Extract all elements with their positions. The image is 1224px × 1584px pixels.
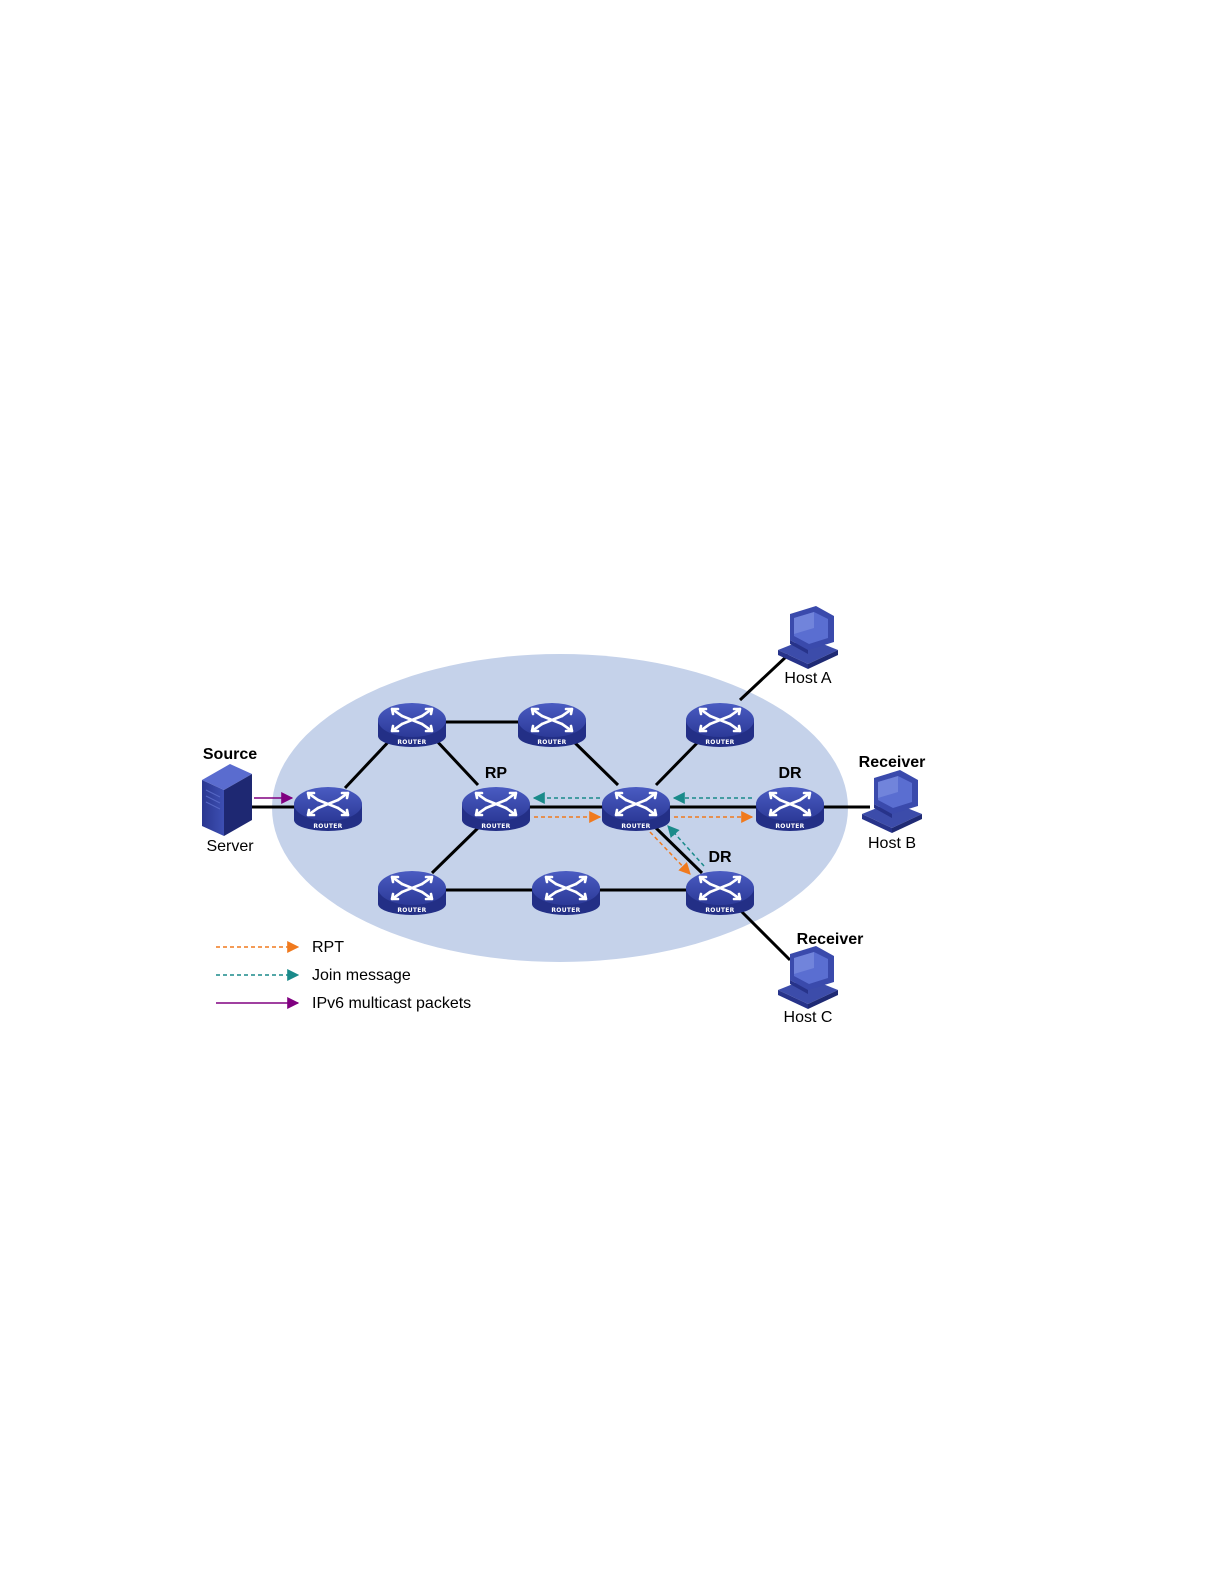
- host-c-label: Host C: [784, 1009, 833, 1026]
- dr-label-host-c: DR: [708, 849, 732, 866]
- legend-rpt-label: RPT: [312, 939, 344, 956]
- source-label: Source: [203, 746, 257, 763]
- router-caption: ROUTER: [705, 739, 734, 746]
- computer-icon: [862, 770, 922, 833]
- host-b-computer: [862, 770, 922, 833]
- host-a-computer: [778, 606, 838, 669]
- legend: RPT Join message IPv6 multicast packets: [216, 939, 471, 1012]
- host-a-label: Host A: [784, 670, 831, 687]
- router-top-left: ROUTER: [378, 703, 446, 747]
- rp-label: RP: [485, 765, 508, 782]
- receiver-c-label: Receiver: [797, 931, 864, 948]
- dr-label-host-b: DR: [778, 765, 802, 782]
- router-center: ROUTER: [602, 787, 670, 831]
- router-caption: ROUTER: [481, 823, 510, 830]
- computer-icon: [778, 606, 838, 669]
- router-caption: ROUTER: [705, 907, 734, 914]
- router-caption: ROUTER: [313, 823, 342, 830]
- router-top-right: ROUTER: [686, 703, 754, 747]
- server-label: Server: [206, 838, 254, 855]
- router-source-edge: ROUTER: [294, 787, 362, 831]
- router-caption: ROUTER: [621, 823, 650, 830]
- router-caption: ROUTER: [397, 739, 426, 746]
- legend-join-label: Join message: [312, 967, 411, 984]
- router-caption: ROUTER: [537, 739, 566, 746]
- router-dr-host-b: ROUTER: [756, 787, 824, 831]
- router-rp: ROUTER: [462, 787, 530, 831]
- legend-multicast-label: IPv6 multicast packets: [312, 995, 471, 1012]
- router-top-middle: ROUTER: [518, 703, 586, 747]
- server-icon: [202, 764, 252, 836]
- host-b-label: Host B: [868, 835, 916, 852]
- router-caption: ROUTER: [551, 907, 580, 914]
- router-dr-host-c: ROUTER: [686, 871, 754, 915]
- router-caption: ROUTER: [397, 907, 426, 914]
- router-caption: ROUTER: [775, 823, 804, 830]
- receiver-b-label: Receiver: [859, 754, 926, 771]
- router-bottom-left: ROUTER: [378, 871, 446, 915]
- router-bottom-middle: ROUTER: [532, 871, 600, 915]
